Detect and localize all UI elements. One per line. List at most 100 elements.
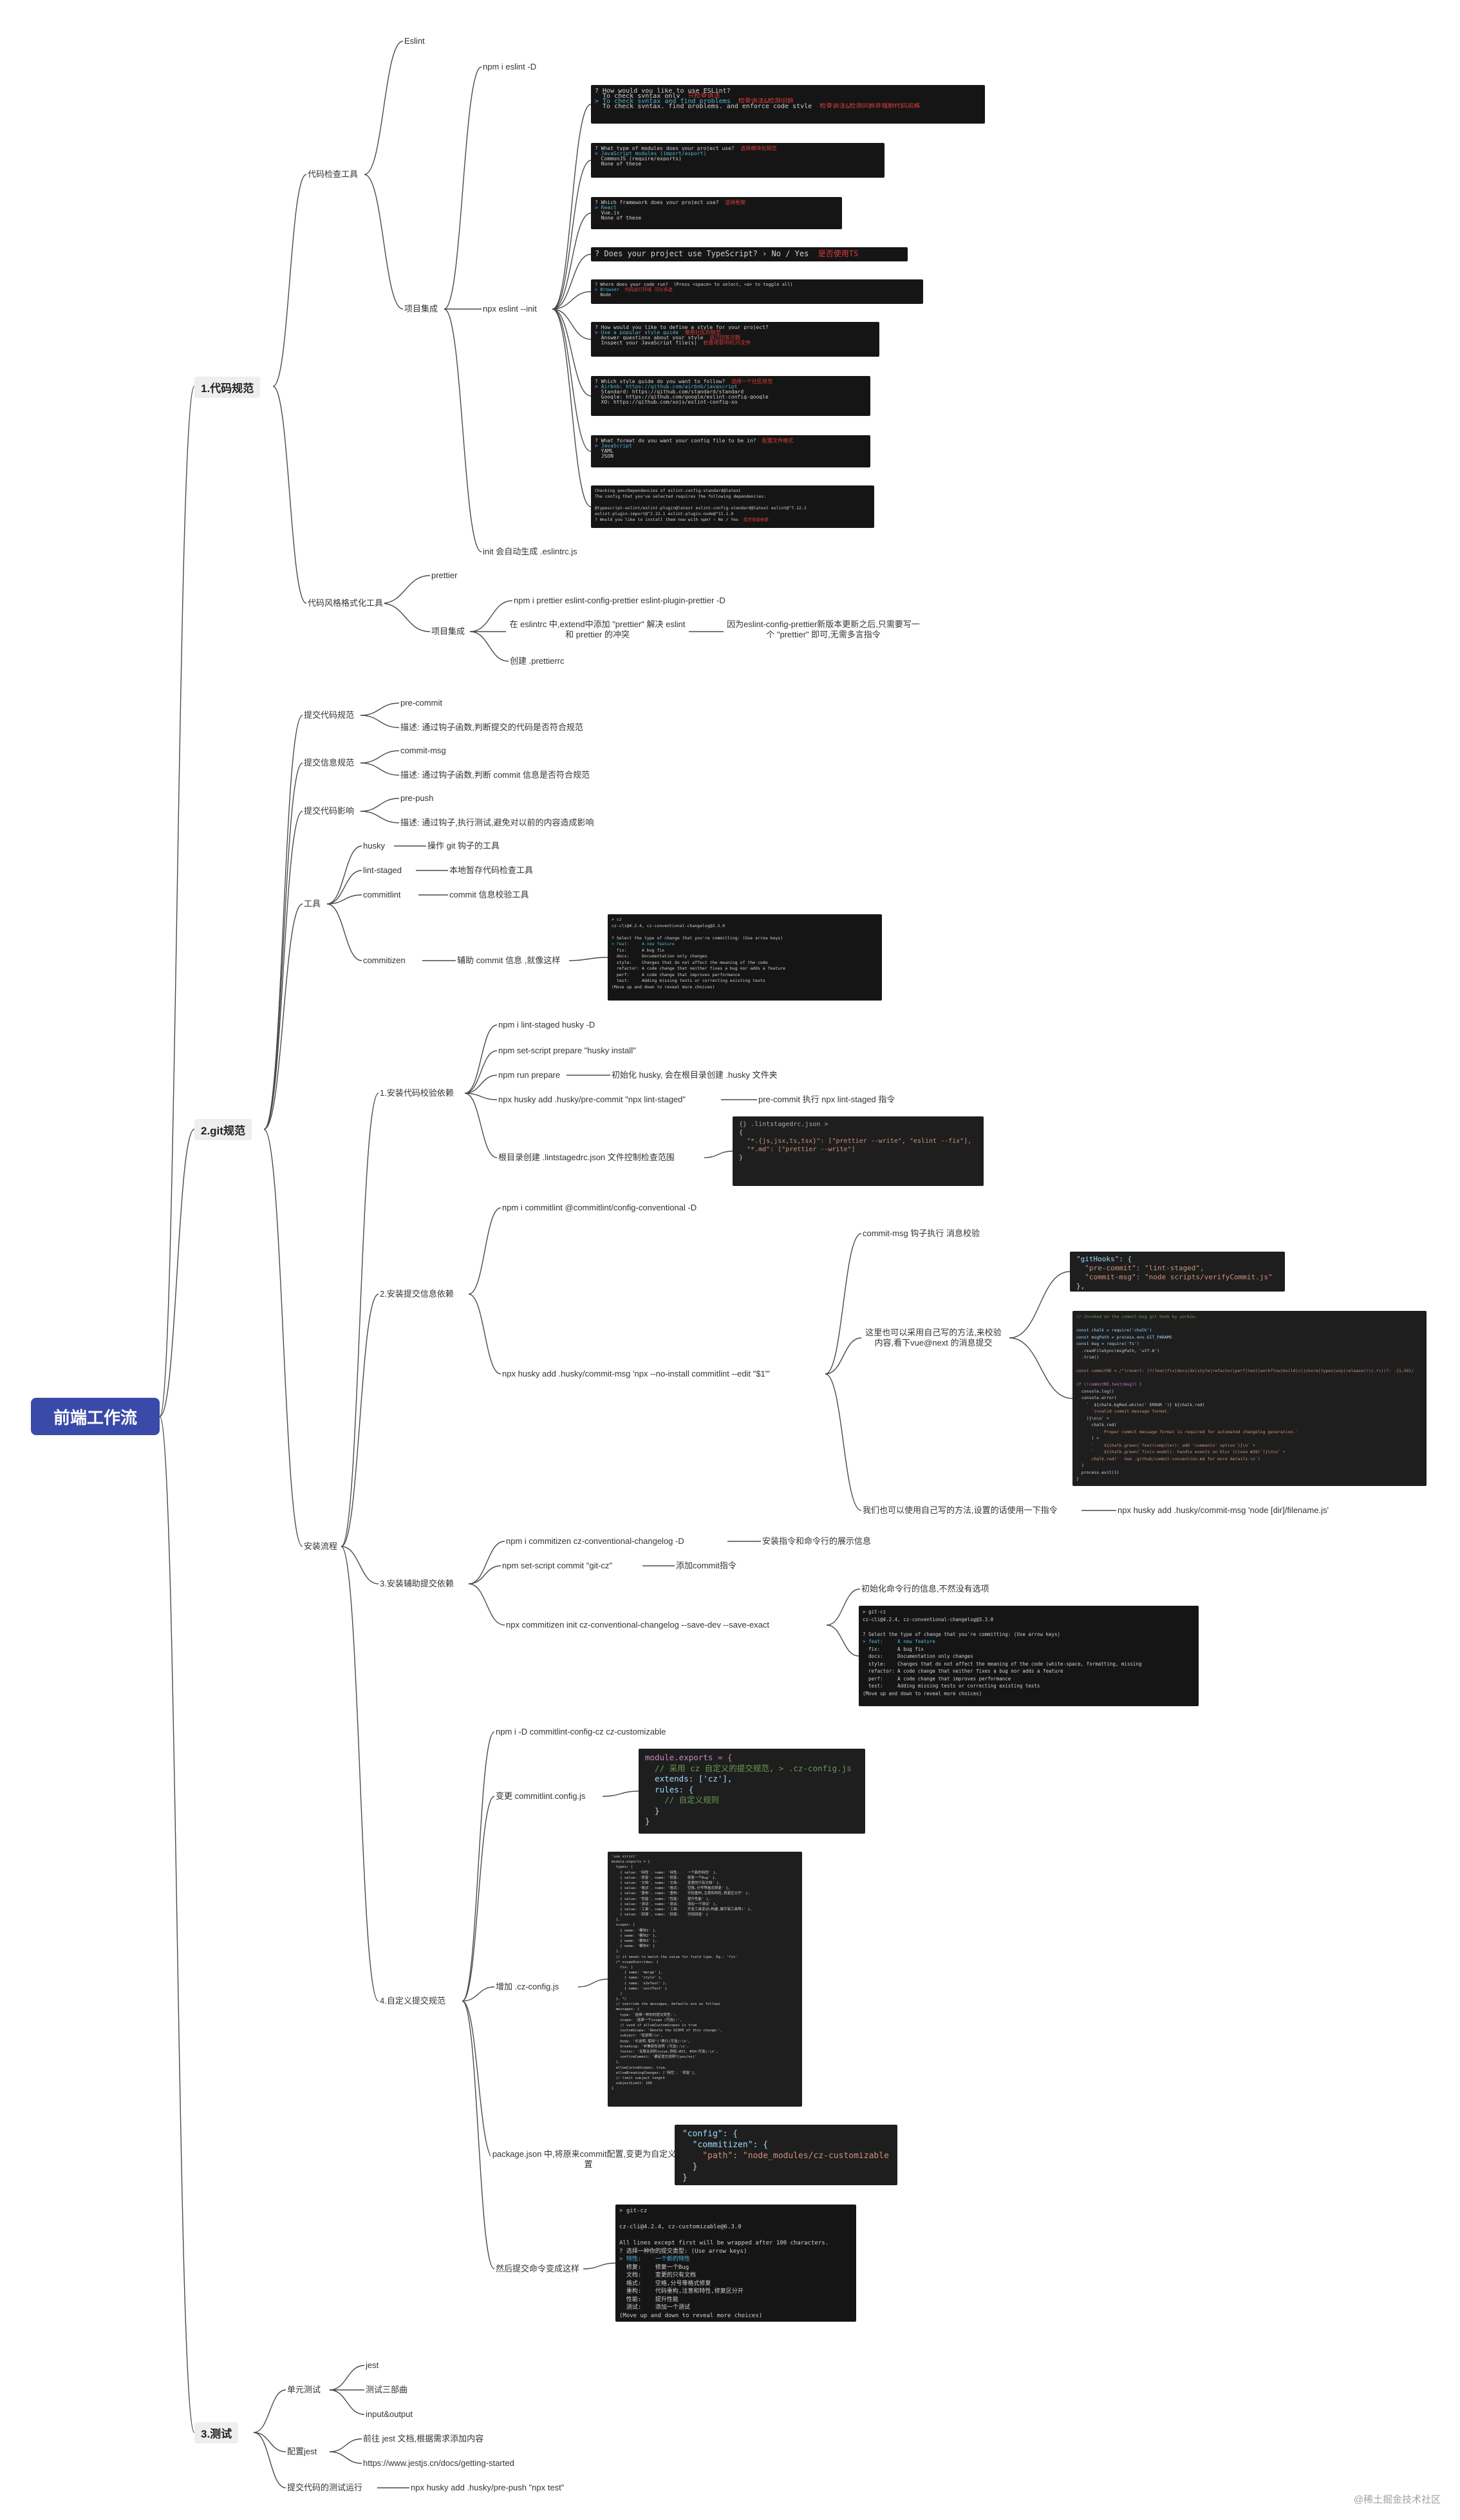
terminal-line [863, 1623, 1195, 1631]
node-step2-a[interactable]: npm i commitlint @commitlint/config-conv… [501, 1203, 698, 1213]
node-eslint[interactable]: Eslint [403, 36, 426, 46]
node-step4[interactable]: 4.自定义提交规范 [379, 1996, 447, 2006]
node-step1-d-desc[interactable]: pre-commit 执行 npx lint-staged 指令 [757, 1095, 897, 1105]
node-step1-b[interactable]: npm set-script prepare "husky install" [497, 1046, 637, 1056]
node-step3-b[interactable]: npm set-script commit "git-cz" [501, 1561, 614, 1571]
terminal-line: ? Does your project use TypeScript? › No… [595, 249, 859, 258]
code-line: { value: '测试', name: '测试: 添加一个测试' }, [612, 1902, 718, 1906]
node-step4-c[interactable]: 增加 .cz-config.js [494, 1982, 561, 1992]
node-step3-c1[interactable]: 初始化命令行的信息,不然没有选项 [860, 1584, 991, 1594]
code-line: messages: { [612, 2008, 640, 2012]
terminal-line: ? How would you like to use ESLint? [595, 88, 731, 93]
node-npx-eslint-init[interactable]: npx eslint --init [482, 304, 538, 314]
node-commitizen-desc[interactable]: 辅助 commit 信息 ,就像这样 [456, 955, 562, 966]
node-commit-impact[interactable]: 提交代码影响 [303, 806, 356, 816]
node-prettier-rc[interactable]: 创建 .prettierrc [509, 656, 566, 666]
node-project-integration[interactable]: 项目集成 [403, 304, 440, 314]
code-line: const msg = require('fs') [1076, 1341, 1139, 1346]
node-step4-b[interactable]: 变更 commitlint.config.js [494, 1791, 587, 1801]
terminal-framework: ? Which framework does your project use?… [591, 197, 842, 229]
node-step4-d[interactable]: package.json 中,将原来commit配置,变更为自定义配置 [491, 2149, 686, 2170]
connector-line [341, 1546, 379, 1584]
node-step3-a[interactable]: npm i commitizen cz-conventional-changel… [505, 1536, 686, 1547]
node-prettier-project[interactable]: 项目集成 [430, 626, 467, 637]
section-code-spec[interactable]: 1.代码规范 [194, 377, 261, 398]
node-pre-push[interactable]: pre-push [399, 793, 435, 804]
node-step3-b-desc[interactable]: 添加commit指令 [675, 1561, 738, 1571]
node-pre-commit-desc[interactable]: 描述: 通过钩子函数,判断提交的代码是否符合规范 [399, 722, 585, 733]
node-step2-b2[interactable]: 这里也可以采用自己写的方法,来校验内容,看下vue@next 的消息提交 [861, 1328, 1006, 1348]
terminal-line: ? Where does your code run? (Press <spac… [595, 282, 793, 287]
section-git-spec[interactable]: 2.git规范 [194, 1119, 252, 1140]
node-prettier-npm[interactable]: npm i prettier eslint-config-prettier es… [512, 596, 727, 606]
node-step3-c[interactable]: npx commitizen init cz-conventional-chan… [505, 1620, 771, 1630]
node-husky[interactable]: husky [362, 841, 386, 851]
node-pre-commit[interactable]: pre-commit [399, 698, 444, 708]
node-step1-e[interactable]: 根目录创建 .lintstagedrc.json 文件控制检查范围 [497, 1152, 676, 1163]
terminal-line: test: Adding missing tests or correcting… [863, 1683, 1040, 1689]
node-install-flow[interactable]: 安装流程 [303, 1541, 339, 1552]
node-prettier[interactable]: prettier [430, 570, 459, 581]
node-npm-eslint[interactable]: npm i eslint -D [482, 62, 538, 72]
node-commit-msg[interactable]: commit-msg [399, 746, 447, 756]
code-line: footer: '关联关闭的issue,例如:#31, #34(可选):\n', [612, 2049, 718, 2054]
code-line [1076, 1361, 1423, 1368]
node-lint-staged-desc[interactable]: 本地暂存代码检查工具 [448, 865, 535, 876]
code-line: { name: 'e2eTest' }, [612, 1981, 668, 1986]
node-config-jest[interactable]: 配置jest [286, 2447, 319, 2457]
connector-line [468, 1583, 505, 1626]
node-lint-staged[interactable]: lint-staged [362, 865, 403, 876]
node-config-jest-a[interactable]: 前往 jest 文档,根据需求添加内容 [362, 2434, 485, 2444]
node-step2-b[interactable]: npx husky add .husky/commit-msg 'npx --n… [501, 1369, 771, 1379]
code-line: ], [612, 1918, 621, 1923]
node-prettier-note[interactable]: 因为eslint-config-prettier新版本更新之后,只需要写一个 "… [724, 619, 923, 640]
node-run-test[interactable]: 提交代码的测试运行 [286, 2483, 364, 2493]
node-commitizen[interactable]: commitizen [362, 955, 407, 966]
node-step2[interactable]: 2.安装提交信息依赖 [379, 1289, 455, 1299]
section-testing[interactable]: 3.测试 [194, 2422, 239, 2443]
node-step1[interactable]: 1.安装代码校验依赖 [379, 1088, 455, 1098]
node-unit-test[interactable]: 单元测试 [286, 2385, 323, 2395]
terminal-line: Answer questions about your style 自己回答问题 [595, 335, 741, 340]
node-commitlint[interactable]: commitlint [362, 890, 402, 900]
node-input-output[interactable]: input&output [364, 2409, 415, 2420]
connector-line [602, 1791, 639, 1797]
node-husky-desc[interactable]: 操作 git 钩子的工具 [426, 841, 501, 851]
node-step4-e[interactable]: 然后提交命令变成这样 [494, 2264, 581, 2274]
terminal-line: > Browser 代码运行环境 可以多选 [595, 287, 673, 292]
node-step1-d[interactable]: npx husky add .husky/pre-commit "npx lin… [497, 1095, 688, 1105]
node-step2-b3-cmd[interactable]: npx husky add .husky/commit-msg 'node [d… [1116, 1505, 1330, 1516]
node-config-jest-b[interactable]: https://www.jestjs.cn/docs/getting-start… [362, 2458, 516, 2468]
root-node[interactable]: 前端工作流 [31, 1398, 160, 1435]
node-jest[interactable]: jest [364, 2360, 380, 2371]
code-lintstagedrc: {} .lintstagedrc.json > { "*.{js,jsx,ts,… [733, 1116, 984, 1186]
connector-line [360, 702, 400, 716]
code-line: type: '选择一种你的提交类型:', [612, 2013, 677, 2017]
connector-line [577, 1979, 608, 1988]
node-pre-push-desc[interactable]: 描述: 通过钩子,执行测试,避免对以前的内容造成影响 [399, 818, 595, 828]
node-lint-tool[interactable]: 代码检查工具 [306, 169, 360, 180]
terminal-dependencies: Checking peerDependencies of eslint-conf… [591, 485, 874, 528]
terminal-line: ? Select the type of change that you're … [612, 935, 783, 941]
node-commit-msg-desc[interactable]: 描述: 通过钩子函数,判断 commit 信息是否符合规范 [399, 770, 591, 780]
node-step1-a[interactable]: npm i lint-staged husky -D [497, 1020, 597, 1030]
node-init-auto[interactable]: init 会自动生成 .eslintrc.js [482, 547, 579, 557]
node-step3[interactable]: 3.安装辅助提交依赖 [379, 1579, 455, 1589]
node-three-parts[interactable]: 测试三部曲 [364, 2385, 409, 2395]
node-commit-code-spec[interactable]: 提交代码规范 [303, 710, 356, 720]
code-line: .readFileSync(msgPath, 'utf-8') [1076, 1348, 1160, 1353]
node-step1-c[interactable]: npm run prepare [497, 1070, 562, 1080]
node-run-test-cmd[interactable]: npx husky add .husky/pre-push "npx test" [409, 2483, 566, 2493]
node-step1-c-desc[interactable]: 初始化 husky, 会在根目录创建 .husky 文件夹 [610, 1070, 779, 1080]
node-prettier-extend[interactable]: 在 eslintrc 中,extend中添加 "prettier" 解决 esl… [506, 619, 689, 640]
node-format-tool[interactable]: 代码风格格式化工具 [306, 598, 385, 608]
node-step4-a[interactable]: npm i -D commitlint-config-cz cz-customi… [494, 1727, 668, 1737]
node-commit-msg-spec[interactable]: 提交信息规范 [303, 758, 356, 768]
node-step2-b1[interactable]: commit-msg 钩子执行 消息校验 [861, 1228, 982, 1239]
node-step2-b3[interactable]: 我们也可以使用自己写的方法,设置的话使用一下指令 [861, 1505, 1059, 1516]
node-commitlint-desc[interactable]: commit 信息校验工具 [448, 890, 530, 900]
node-step3-a-desc[interactable]: 安装指令和命令行的展示信息 [761, 1536, 873, 1547]
node-tools[interactable]: 工具 [303, 899, 323, 909]
code-line: body: '长说明,使用"|"换行(可选):\n', [612, 2039, 691, 2044]
code-line: "pre-commit": "lint-staged", [1076, 1264, 1204, 1272]
